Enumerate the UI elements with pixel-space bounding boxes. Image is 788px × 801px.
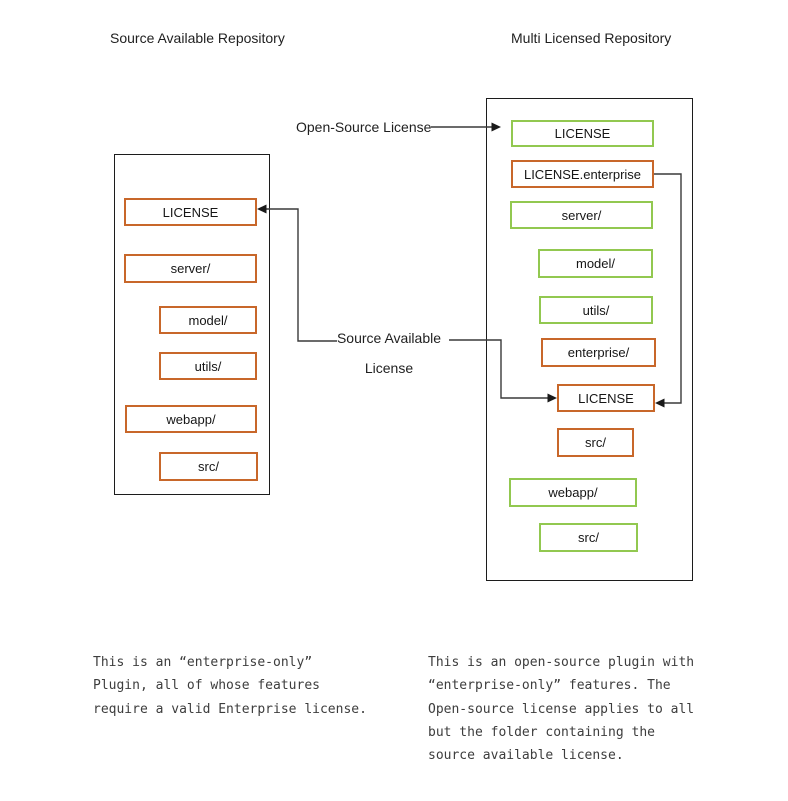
left-repo-box-utils: utils/: [159, 352, 257, 380]
arrow-source-available-to-left-license: [257, 204, 337, 342]
left-repo-box-server: server/: [124, 254, 257, 283]
right-repo-box-utils: utils/: [539, 296, 653, 324]
right-repo-title: Multi Licensed Repository: [511, 30, 672, 46]
right-repo-box-enterprise-folder: enterprise/: [541, 338, 656, 367]
left-repo-box-src: src/: [159, 452, 258, 481]
left-repo-box-webapp: webapp/: [125, 405, 257, 433]
left-repo-title: Source Available Repository: [110, 30, 285, 46]
right-repo-box-license-enterprise: LICENSE.enterprise: [511, 160, 654, 188]
right-repo-box-license-inner: LICENSE: [557, 384, 655, 412]
right-repo-box-license-opensource: LICENSE: [511, 120, 654, 147]
right-repo-box-server: server/: [510, 201, 653, 229]
right-repo-box-webapp: webapp/: [509, 478, 637, 507]
left-repo-box-model: model/: [159, 306, 257, 334]
right-repo-box-src-enterprise: src/: [557, 428, 634, 457]
right-repo-note: This is an open-source plugin with “ente…: [428, 655, 695, 764]
right-repo-box-src: src/: [539, 523, 638, 552]
right-repo-box-model: model/: [538, 249, 653, 278]
source-available-license-label: Source Available License: [336, 330, 442, 376]
open-source-license-label: Open-Source License: [296, 119, 432, 135]
left-repo-note: This is an “enterprise-only” Plugin, all…: [93, 655, 367, 717]
left-repo-box-license: LICENSE: [124, 198, 257, 226]
